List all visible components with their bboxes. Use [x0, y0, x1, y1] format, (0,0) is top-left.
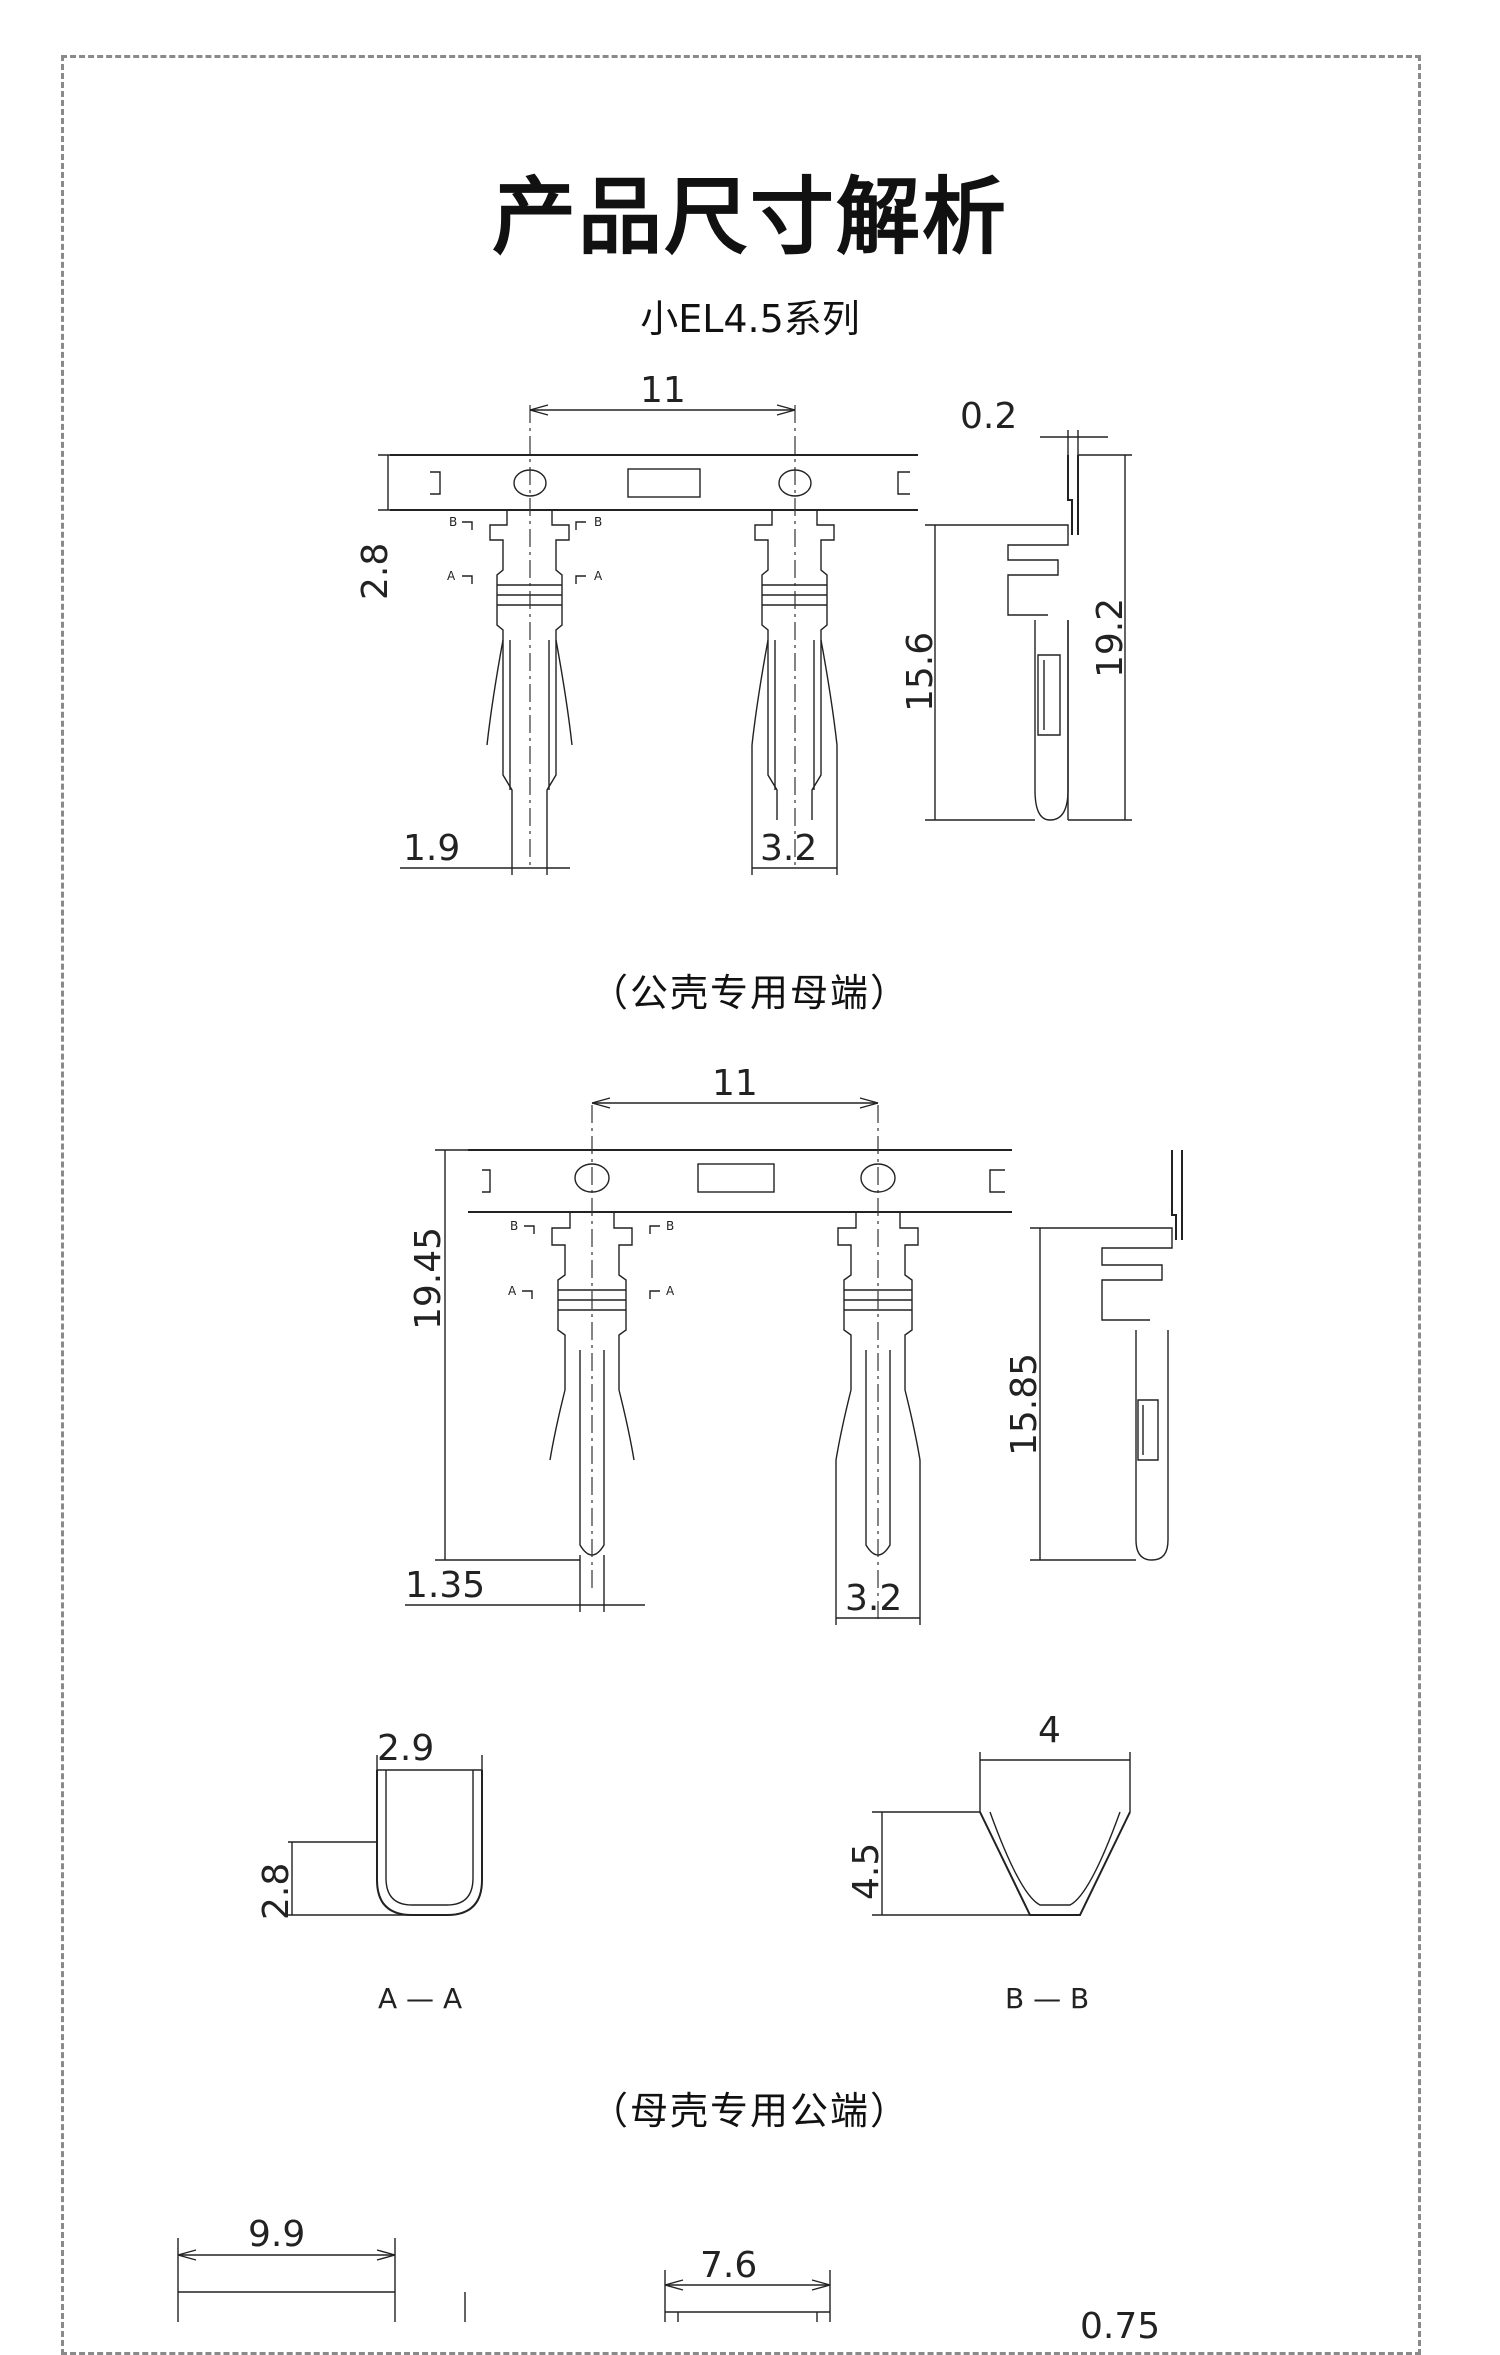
female-terminal-front-view: B B A A 11 2.8 1.9 3.2	[355, 370, 918, 875]
dim-tip-width: 1.9	[403, 828, 460, 869]
dim-aa-width: 2.9	[377, 1728, 434, 1769]
marker-a-right: A	[594, 569, 603, 583]
dim-height-to-b: 2.8	[355, 543, 396, 600]
dim-side-height-2: 15.85	[1004, 1353, 1045, 1456]
cross-section-b-b: 4 4.5 B — B	[846, 1710, 1131, 2015]
male-terminal-drawing-partial: 9.9 7.6 0.75	[177, 2214, 1160, 2347]
dim-bb-height: 4.5	[846, 1843, 887, 1900]
dim-aa-height: 2.8	[256, 1863, 297, 1920]
cross-section-a-a: 2.9 2.8 A — A	[256, 1728, 483, 2015]
series-subtitle: 小EL4.5系列	[640, 297, 860, 341]
dim-bottom-right: 0.75	[1080, 2306, 1160, 2347]
dim-crimp-width-2: 3.2	[845, 1578, 902, 1619]
dim-bb-width: 4	[1038, 1710, 1061, 1751]
dim-thickness: 0.2	[960, 396, 1017, 437]
page-title: 产品尺寸解析	[491, 168, 1008, 266]
dim-total-height: 19.2	[1090, 598, 1131, 678]
section-label-aa: A — A	[378, 1982, 462, 2015]
female-terminal-caption: （公壳专用母端）	[589, 971, 910, 1015]
marker-b-right-2: B	[666, 1219, 674, 1233]
dim-pitch-2: 11	[712, 1063, 758, 1104]
marker-b-left: B	[449, 515, 457, 529]
marker-a-left: A	[447, 569, 456, 583]
dim-side-height: 15.6	[900, 632, 941, 712]
dashed-frame	[61, 55, 1421, 2355]
male-terminal-side-view: 15.85	[1004, 1150, 1183, 1561]
dim-bottom-mid: 7.6	[700, 2245, 757, 2286]
section-label-bb: B — B	[1005, 1982, 1089, 2015]
dim-total-height-2: 19.45	[408, 1227, 449, 1330]
male-terminal-front-view: B B A A 11 19.45 1.35 3.2	[405, 1063, 1012, 1625]
male-terminal-caption: （母壳专用公端）	[589, 2089, 910, 2133]
dim-crimp-width: 3.2	[760, 828, 817, 869]
female-terminal-side-view: 0.2 15.6 19.2	[900, 396, 1132, 821]
marker-b-left-2: B	[510, 1219, 518, 1233]
marker-b-right: B	[594, 515, 602, 529]
dim-pin-width: 1.35	[405, 1565, 485, 1606]
marker-a-left-2: A	[508, 1284, 517, 1298]
dim-pitch: 11	[640, 370, 686, 411]
dim-bottom-left: 9.9	[248, 2214, 305, 2255]
marker-a-right-2: A	[666, 1284, 675, 1298]
